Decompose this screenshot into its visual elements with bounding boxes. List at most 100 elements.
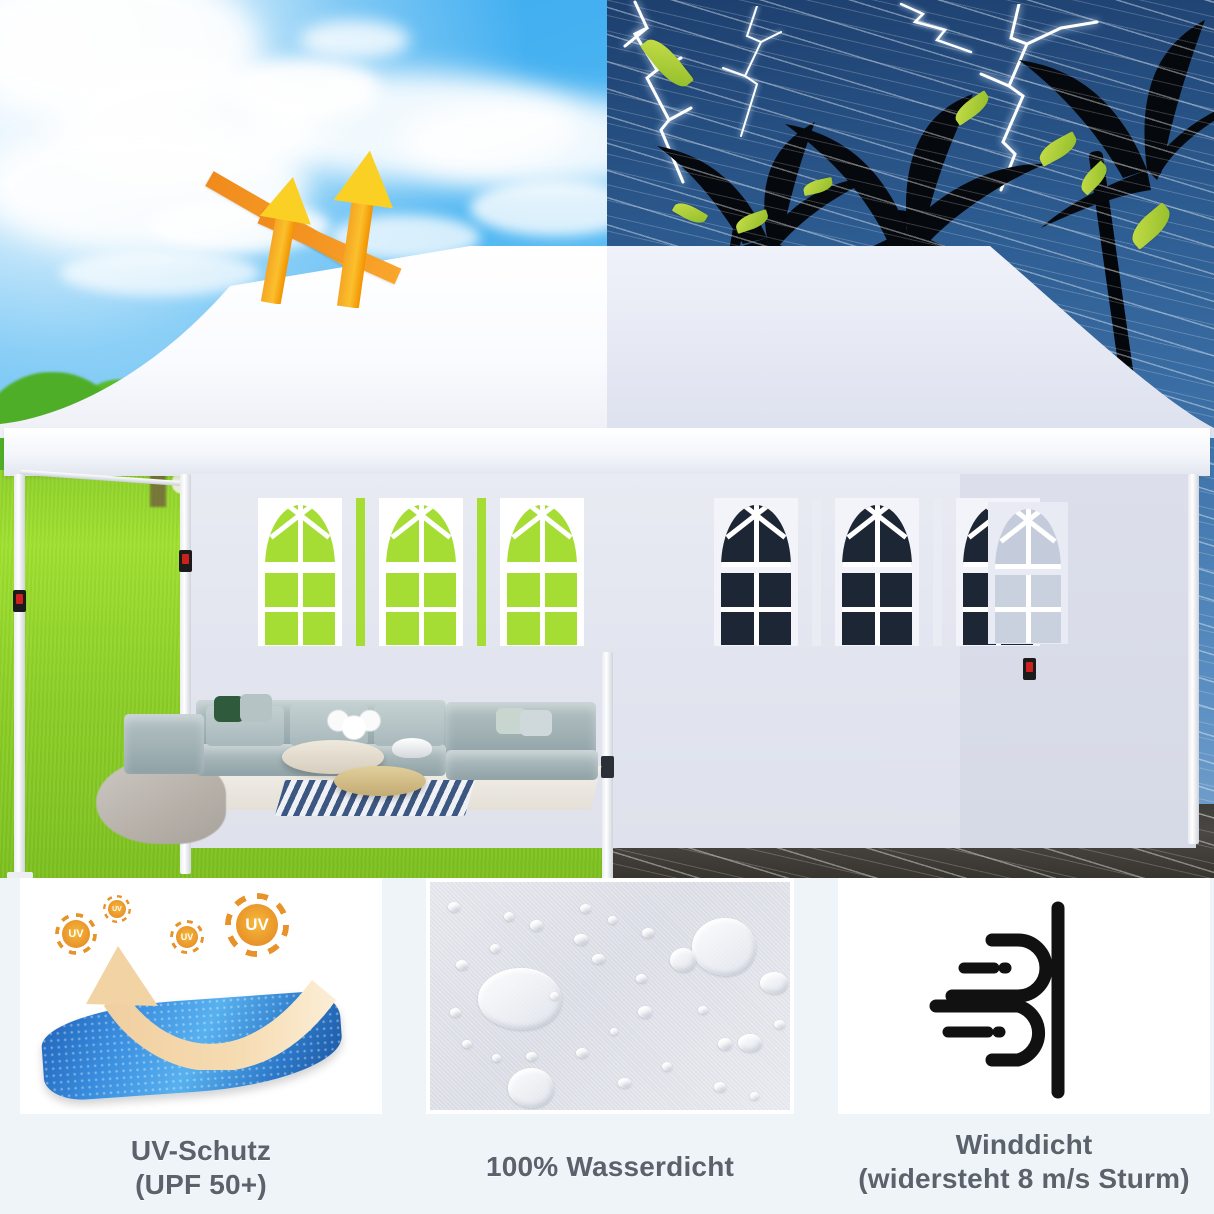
- uv-caption-line-2: (UPF 50+): [135, 1169, 267, 1201]
- arched-window: [258, 498, 342, 646]
- water-droplet: [580, 904, 591, 913]
- water-droplets-fabric-icon: [426, 878, 794, 1114]
- throw-pillow: [214, 696, 244, 722]
- windproof-caption-line-1: Winddicht: [955, 1129, 1093, 1160]
- decor-sculpture: [392, 738, 432, 758]
- tent-leg: [180, 474, 191, 874]
- arched-window: [988, 502, 1068, 644]
- lightning-icon: [979, 4, 1099, 192]
- water-droplet: [462, 1040, 472, 1048]
- window-arch: [265, 505, 335, 567]
- uv-badge-label: UV: [68, 928, 84, 940]
- arched-window: [714, 498, 798, 646]
- water-droplet: [638, 1006, 652, 1018]
- sofa-seat-right: [446, 750, 598, 780]
- coffee-table-gold: [334, 766, 426, 796]
- window-arch: [721, 505, 791, 567]
- sofa-chaise: [124, 714, 204, 774]
- arched-window: [835, 498, 919, 646]
- water-droplet: [618, 1078, 631, 1088]
- canopy-roof: [0, 246, 1214, 438]
- uv-sun-badge: UV: [236, 904, 278, 946]
- window-grid: [265, 573, 335, 645]
- windproof-caption-line-2: (widersteht 8 m/s Sturm): [858, 1163, 1190, 1195]
- uv-reflected-arrow: [333, 150, 394, 308]
- water-droplet: [530, 920, 543, 931]
- window-grid: [842, 573, 912, 645]
- window-arch: [995, 509, 1061, 569]
- window-grid: [507, 573, 577, 645]
- waterproof-caption-line-1: 100% Wasserdicht: [485, 1151, 735, 1182]
- height-adjust-clamp[interactable]: [179, 550, 192, 572]
- uv-sun-fabric-icon: UV UV UV UV: [20, 878, 382, 1114]
- water-droplet: [508, 1068, 554, 1108]
- wall-zip-strip: [933, 498, 942, 646]
- uv-sun-badge: UV: [176, 926, 198, 948]
- feature-caption-windproof: Winddicht (widersteht 8 m/s Sturm): [838, 1128, 1210, 1196]
- window-group-left: [258, 498, 584, 646]
- window-arch: [842, 505, 912, 567]
- water-droplet: [526, 1052, 537, 1061]
- lightning-icon: [722, 6, 782, 137]
- water-droplet: [456, 960, 468, 970]
- uv-reflected-arrow: [259, 176, 311, 304]
- decorative-plant: [318, 700, 390, 746]
- weather-comparison-scene: [0, 0, 1214, 878]
- water-droplet: [450, 1008, 461, 1017]
- canopy-valance: [4, 428, 1210, 476]
- window-arch: [386, 505, 456, 567]
- water-droplet: [592, 954, 605, 964]
- water-droplet: [692, 918, 756, 976]
- cloud-icon: [60, 250, 260, 296]
- feature-caption-uv: UV-Schutz (UPF 50+): [20, 1134, 382, 1202]
- uv-sun-badge: UV: [62, 920, 90, 948]
- water-droplet: [608, 916, 617, 924]
- water-droplet: [492, 1054, 501, 1062]
- water-droplet: [662, 1062, 672, 1071]
- water-droplet: [576, 1048, 588, 1058]
- throw-pillow: [240, 694, 272, 722]
- water-droplet: [698, 1006, 708, 1014]
- wind-lines-barrier-icon: [838, 878, 1210, 1114]
- palm-fronds-icon: [1019, 20, 1214, 228]
- height-adjust-clamp[interactable]: [1023, 658, 1036, 680]
- water-droplet: [642, 928, 654, 938]
- uv-badge-label: UV: [112, 905, 122, 913]
- feature-panels: UV UV UV UV: [0, 878, 1214, 1214]
- water-droplet: [574, 934, 588, 945]
- throw-pillow: [520, 710, 552, 736]
- water-droplet: [610, 1028, 618, 1035]
- wall-zip-strip: [812, 498, 821, 646]
- water-droplet: [760, 972, 788, 994]
- water-droplet: [670, 948, 696, 972]
- uv-sun-badge: UV: [108, 900, 126, 918]
- feature-card-windproof: Winddicht (widersteht 8 m/s Sturm): [838, 878, 1210, 1194]
- water-droplet: [636, 974, 647, 983]
- arched-window: [500, 498, 584, 646]
- window-grid: [995, 575, 1061, 643]
- window-grid: [386, 573, 456, 645]
- water-droplet: [714, 1082, 726, 1092]
- water-droplet: [478, 968, 562, 1030]
- wind-barrier-glyph: [929, 901, 1065, 1099]
- tent-leg: [14, 474, 25, 874]
- water-droplet: [448, 902, 460, 912]
- feature-card-uv: UV UV UV UV: [20, 878, 382, 1200]
- uv-badge-label: UV: [245, 915, 269, 934]
- water-droplet: [550, 992, 559, 1000]
- uv-block-arrow-icon: [86, 946, 336, 1070]
- feature-card-waterproof: 100% Wasserdicht: [426, 878, 794, 1182]
- height-adjust-clamp[interactable]: [601, 756, 614, 778]
- window-arch: [507, 505, 577, 567]
- uv-caption-line-1: UV-Schutz: [130, 1135, 272, 1166]
- lightning-icon: [899, 2, 973, 54]
- wall-zip-strip: [356, 498, 365, 646]
- feature-caption-waterproof: 100% Wasserdicht: [426, 1150, 794, 1184]
- wall-zip-strip: [477, 498, 486, 646]
- water-droplet: [774, 1020, 785, 1029]
- water-droplet: [738, 1034, 762, 1052]
- tent-foot: [7, 872, 33, 878]
- arched-window: [379, 498, 463, 646]
- height-adjust-clamp[interactable]: [13, 590, 26, 612]
- water-droplet: [718, 1038, 732, 1050]
